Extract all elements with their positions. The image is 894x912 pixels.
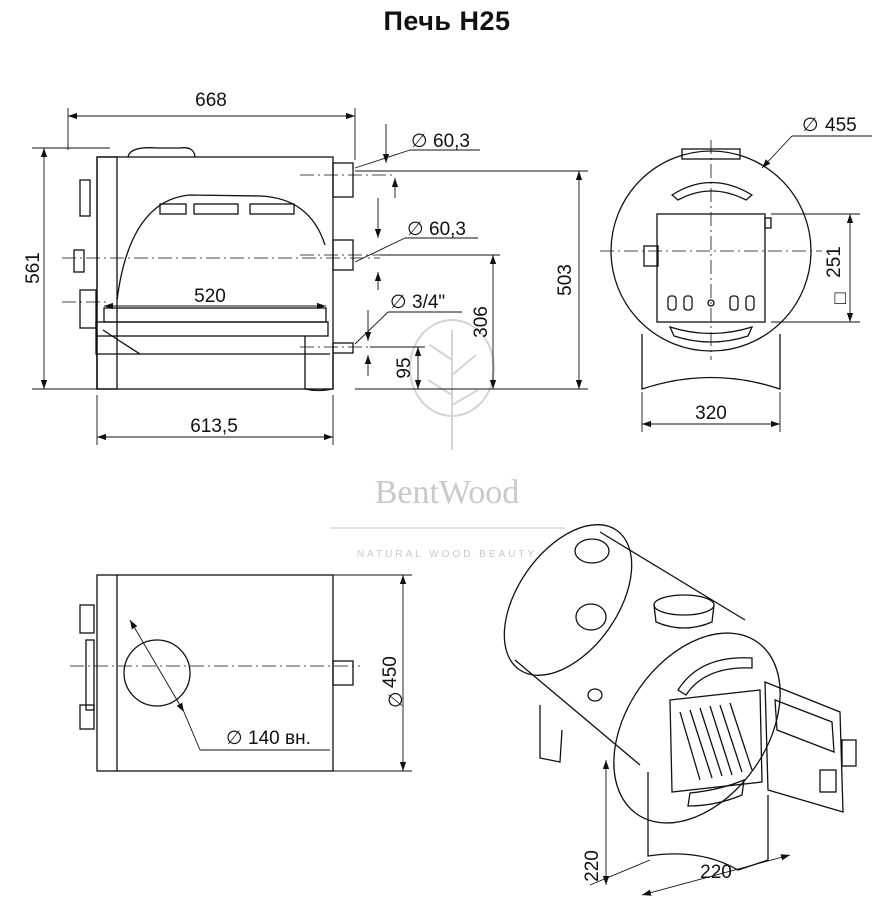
dim-height-561: 561 — [23, 252, 44, 284]
drawing-title: Печь Н25 — [383, 6, 511, 36]
iso-front-end — [613, 632, 781, 824]
iso-back-end — [503, 524, 633, 676]
inner-arch — [116, 194, 326, 301]
iso-firebox — [669, 689, 763, 793]
water-fitting — [332, 342, 354, 354]
side-view — [73, 147, 354, 392]
top-pipe — [332, 162, 354, 198]
dim-flue-140: 140 вн. — [248, 728, 311, 749]
dim-pipe-top: 60,3 — [433, 131, 470, 152]
heat-shield-arc — [670, 181, 754, 201]
diameter-symbol-icon: ∅ — [407, 219, 424, 240]
front-door-panel — [96, 156, 118, 390]
dim-firebox-520: 520 — [194, 286, 226, 307]
iso-body — [514, 531, 746, 766]
diameter-symbol-icon: ∅ — [802, 115, 819, 136]
dim-width-668: 668 — [195, 90, 227, 111]
diameter-symbol-icon: ∅ — [411, 131, 428, 152]
watermark-tagline: NATURAL WOOD BEAUTY — [357, 549, 537, 560]
legs-front — [641, 334, 781, 390]
dim-front-diameter: 455 — [825, 115, 857, 136]
dim-pipe-mid: 60,3 — [429, 219, 466, 240]
dim-fitting: 3/4" — [412, 292, 445, 313]
dim-base-613: 613,5 — [190, 416, 238, 437]
flue-opening — [123, 639, 191, 707]
diameter-symbol-icon: ∅ — [386, 691, 407, 708]
dim-iso-height-220: 220 — [582, 850, 603, 882]
side-pipe-top — [332, 660, 354, 686]
dim-iso-width-220: 220 — [700, 862, 732, 883]
watermark-brand: BentWood — [375, 474, 520, 511]
tree-logo-icon — [409, 319, 495, 450]
watermark: BentWood NATURAL WOOD BEAUTY — [330, 319, 565, 560]
top-bulge — [127, 147, 196, 158]
diameter-symbol-icon: ∅ — [226, 728, 243, 749]
dim-body-450: 450 — [380, 656, 401, 688]
dim-height-95: 95 — [394, 357, 415, 378]
square-symbol-icon: □ — [830, 292, 851, 304]
dim-legs-320: 320 — [695, 403, 727, 424]
dim-door-251: 251 — [824, 246, 845, 278]
diameter-symbol-icon: ∅ — [390, 292, 407, 313]
top-view — [79, 574, 354, 772]
dim-height-503: 503 — [555, 264, 576, 296]
dim-height-306: 306 — [471, 306, 492, 338]
iso-open-door — [764, 681, 844, 813]
firebox-floor — [103, 307, 327, 323]
